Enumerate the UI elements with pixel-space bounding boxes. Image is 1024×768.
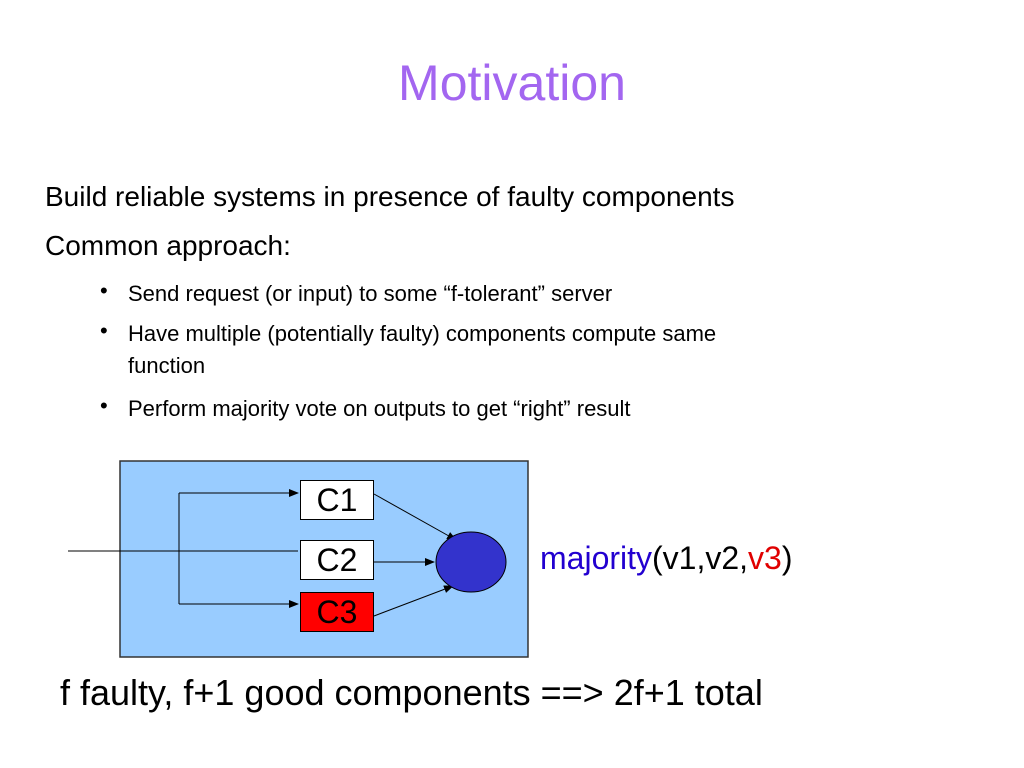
statement-line: Build reliable systems in presence of fa… [45,181,735,212]
approach-heading: Common approach: [45,230,291,261]
slide-title: Motivation [398,55,626,111]
majority-args-open: (v1,v2, [652,540,749,576]
majority-args-close: ) [781,540,793,576]
summary-line: f faulty, f+1 good components ==> 2f+1 t… [60,672,763,713]
voter-node [435,531,507,593]
majority-function-name: majority [540,540,653,576]
majority-faulty-arg: v3 [748,540,782,576]
bullet-dot: • [100,393,108,418]
majority-expression: majority(v1,v2,v3) [540,540,793,577]
bullet-send-request: Send request (or input) to some “f-toler… [128,281,613,306]
bullet-dot: • [100,318,108,343]
bullet-multiple-components: Have multiple (potentially faulty) compo… [128,321,717,346]
component-c1: C1 [300,480,374,520]
component-c3-faulty: C3 [300,592,374,632]
bullet-multiple-components-continuation: function [128,353,206,378]
bullet-dot: • [100,278,108,303]
bullet-majority-vote: Perform majority vote on outputs to get … [128,396,631,421]
arrow-c1-to-voter [373,493,457,541]
arrow-c3-to-voter [373,585,454,617]
component-c2: C2 [300,540,374,580]
